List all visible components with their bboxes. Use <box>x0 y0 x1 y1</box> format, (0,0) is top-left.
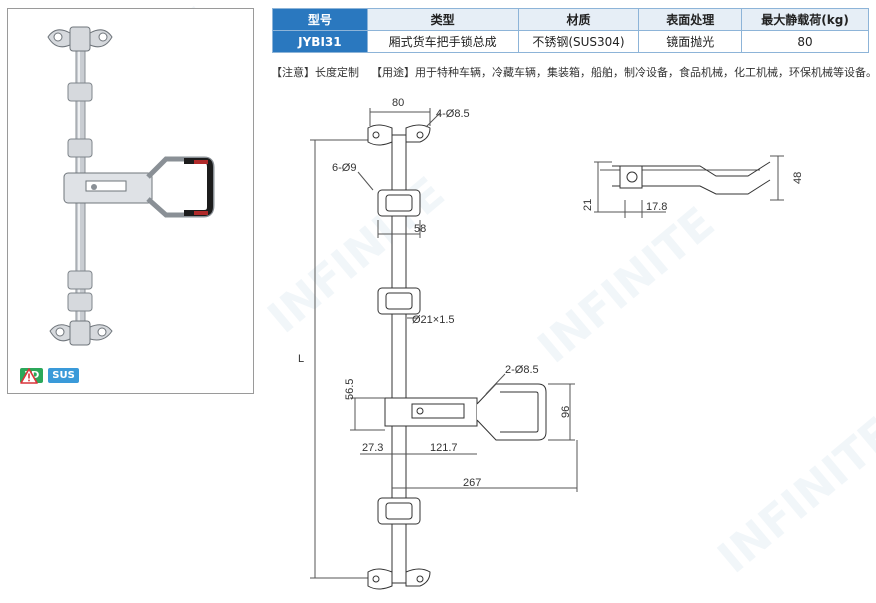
dim-left-offset: 27.3 <box>362 442 383 454</box>
table-cell: 镜面抛光 <box>638 30 743 53</box>
dim-side-length: 17.8 <box>646 201 667 213</box>
product-photo-panel: 3D SUS <box>7 8 254 394</box>
note-line: 【注意】长度定制【用途】用于特种车辆，冷藏车辆，集装箱，船舶，制冷设备，食品机械… <box>271 64 876 80</box>
dim-handle-holes: 2-Ø8.5 <box>505 364 539 376</box>
dim-side-height: 48 <box>792 172 804 184</box>
dim-side-base: 21 <box>582 199 594 211</box>
table-header-row: 型号 类型 材质 表面处理 最大静载荷(kg) <box>272 8 869 31</box>
note-usage: 【用途】用于特种车辆，冷藏车辆，集装箱，船舶，制冷设备，食品机械，化工机械，环保… <box>371 66 876 79</box>
spec-table: 型号 类型 材质 表面处理 最大静载荷(kg) JYBI31 厢式货车把手锁总成… <box>272 8 869 53</box>
table-header: 类型 <box>366 8 519 31</box>
table-cell: 80 <box>741 30 869 53</box>
dim-handle-reach: 121.7 <box>430 442 458 454</box>
badge-row: 3D SUS <box>20 368 79 384</box>
table-cell: 厢式货车把手锁总成 <box>366 30 519 53</box>
table-cell: 不锈钢(SUS304) <box>517 30 640 53</box>
warning-triangle-icon <box>20 368 38 384</box>
table-row: JYBI31 厢式货车把手锁总成 不锈钢(SUS304) 镜面抛光 80 <box>272 30 869 53</box>
table-cell-model: JYBI31 <box>272 30 368 53</box>
note-attention: 【注意】长度定制 <box>271 66 359 79</box>
dim-handle-height: 96 <box>560 406 572 418</box>
table-header: 最大静载荷(kg) <box>741 8 869 31</box>
dim-handle-offset: 56.5 <box>344 379 356 400</box>
dim-length: L <box>298 353 304 365</box>
dim-bracket-width: 58 <box>414 223 426 235</box>
dim-rod: Ø21×1.5 <box>412 314 455 326</box>
badge-sus: SUS <box>48 368 79 383</box>
product-photo <box>47 26 215 346</box>
dim-total-reach: 267 <box>463 477 481 489</box>
dim-top-width: 80 <box>392 97 404 109</box>
dim-top-holes: 4-Ø8.5 <box>436 108 470 120</box>
table-header: 型号 <box>272 8 368 31</box>
dim-side-holes: 6-Ø9 <box>332 162 356 174</box>
